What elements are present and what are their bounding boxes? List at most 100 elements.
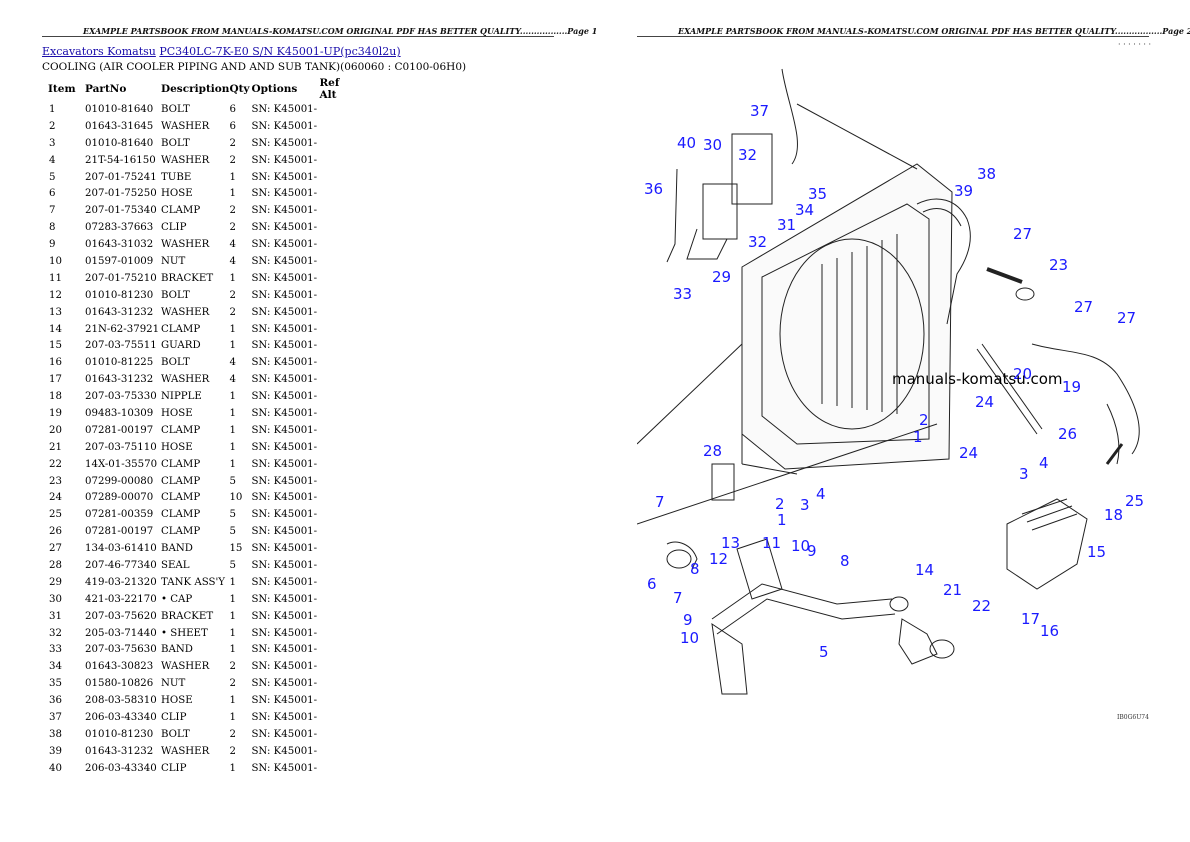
item-number: 24 <box>49 492 62 504</box>
part-number: 419-03-21320 <box>85 576 157 588</box>
part-description: CLAMP <box>161 424 201 436</box>
item-number: 19 <box>49 407 62 419</box>
ref-alt <box>319 658 359 675</box>
ref-alt <box>319 540 359 557</box>
part-qty: 5 <box>229 559 236 571</box>
hose-6 <box>666 541 698 570</box>
part-qty: 1 <box>229 407 236 419</box>
part-description: WASHER <box>161 661 210 673</box>
part-description: BOLT <box>161 289 190 301</box>
part-description: HOSE <box>161 407 193 419</box>
item-number: 25 <box>49 509 62 521</box>
callout-label: 34 <box>795 201 814 219</box>
part-description: BOLT <box>161 103 190 115</box>
parts-table: Item PartNo Description Qty Options Ref … <box>42 77 359 777</box>
part-description: BOLT <box>161 728 190 740</box>
ref-alt <box>319 337 359 354</box>
part-number: 208-03-58310 <box>85 695 157 707</box>
item-number: 29 <box>49 576 62 588</box>
breadcrumb-category-link[interactable]: Excavators Komatsu <box>42 45 156 58</box>
part-description: NUT <box>161 255 186 267</box>
part-options: SN: K45001- <box>251 340 318 352</box>
ref-alt <box>319 354 359 371</box>
part-number: 205-03-71440 <box>85 627 157 639</box>
ref-alt <box>319 523 359 540</box>
ref-alt <box>319 473 359 490</box>
item-number: 31 <box>49 610 62 622</box>
part-qty: 4 <box>229 357 236 369</box>
breadcrumb-model-link[interactable]: PC340LC-7K-E0 S/N K45001-UP(pc340l2u) <box>159 45 401 58</box>
part-number: 01643-31645 <box>85 120 154 132</box>
callout-label: 27 <box>1013 225 1032 243</box>
callout-label: 31 <box>777 216 796 234</box>
item-number: 32 <box>49 627 62 639</box>
ref-alt <box>319 489 359 506</box>
part-number: 21T-54-16150 <box>85 154 156 166</box>
part-qty: 1 <box>229 391 236 403</box>
part-qty: 1 <box>229 441 236 453</box>
part-description: • SHEET <box>161 627 208 639</box>
part-number: 01010-81225 <box>85 357 154 369</box>
item-number: 15 <box>49 340 62 352</box>
ref-alt <box>319 405 359 422</box>
part-options: SN: K45001- <box>251 171 318 183</box>
callout-label: 32 <box>738 146 757 164</box>
right-hose <box>1031 343 1140 455</box>
ref-alt <box>319 287 359 304</box>
part-description: CLIP <box>161 222 187 234</box>
part-description: BOLT <box>161 137 190 149</box>
exploded-view-drawing <box>637 68 1140 695</box>
sub-tank <box>702 183 738 240</box>
part-options: SN: K45001- <box>251 424 318 436</box>
tank-bracket <box>731 133 773 205</box>
part-qty: 5 <box>229 509 236 521</box>
part-options: SN: K45001- <box>251 323 318 335</box>
part-qty: 1 <box>229 323 236 335</box>
part-options: SN: K45001- <box>251 576 318 588</box>
ref-alt <box>319 743 359 760</box>
part-description: CLAMP <box>161 475 201 487</box>
callout-label: 1 <box>913 428 923 446</box>
part-qty: 4 <box>229 255 236 267</box>
part-description: CLIP <box>161 762 187 774</box>
part-description: WASHER <box>161 745 210 757</box>
part-qty: 1 <box>229 171 236 183</box>
part-options: SN: K45001- <box>251 712 318 723</box>
part-description: CLAMP <box>161 205 201 217</box>
bracket-lower <box>711 622 748 695</box>
header-item: Item <box>48 83 76 95</box>
item-number: 12 <box>49 289 62 301</box>
callout-label: 2 <box>775 495 785 513</box>
callout-label: 21 <box>943 581 962 599</box>
ref-alt <box>319 388 359 405</box>
rod <box>976 348 1038 435</box>
item-number: 18 <box>49 391 62 403</box>
part-qty: 1 <box>229 188 236 200</box>
callout-label: 16 <box>1040 622 1059 640</box>
callout-label: 15 <box>1087 543 1106 561</box>
part-options: SN: K45001- <box>251 695 318 707</box>
part-description: WASHER <box>161 239 210 251</box>
page-header-right: EXAMPLE PARTSBOOK FROM MANUALS-KOMATSU.C… <box>678 26 1190 36</box>
part-number: 207-46-77340 <box>85 559 157 571</box>
ref-alt <box>319 169 359 186</box>
part-qty: 5 <box>229 475 236 487</box>
ref-alt <box>319 439 359 456</box>
part-number: 421-03-22170 <box>85 593 157 605</box>
item-number: 37 <box>49 712 62 723</box>
item-number: 23 <box>49 475 62 487</box>
callout-label: 18 <box>1104 506 1123 524</box>
part-options: SN: K45001- <box>251 374 318 386</box>
part-qty: 1 <box>229 458 236 470</box>
